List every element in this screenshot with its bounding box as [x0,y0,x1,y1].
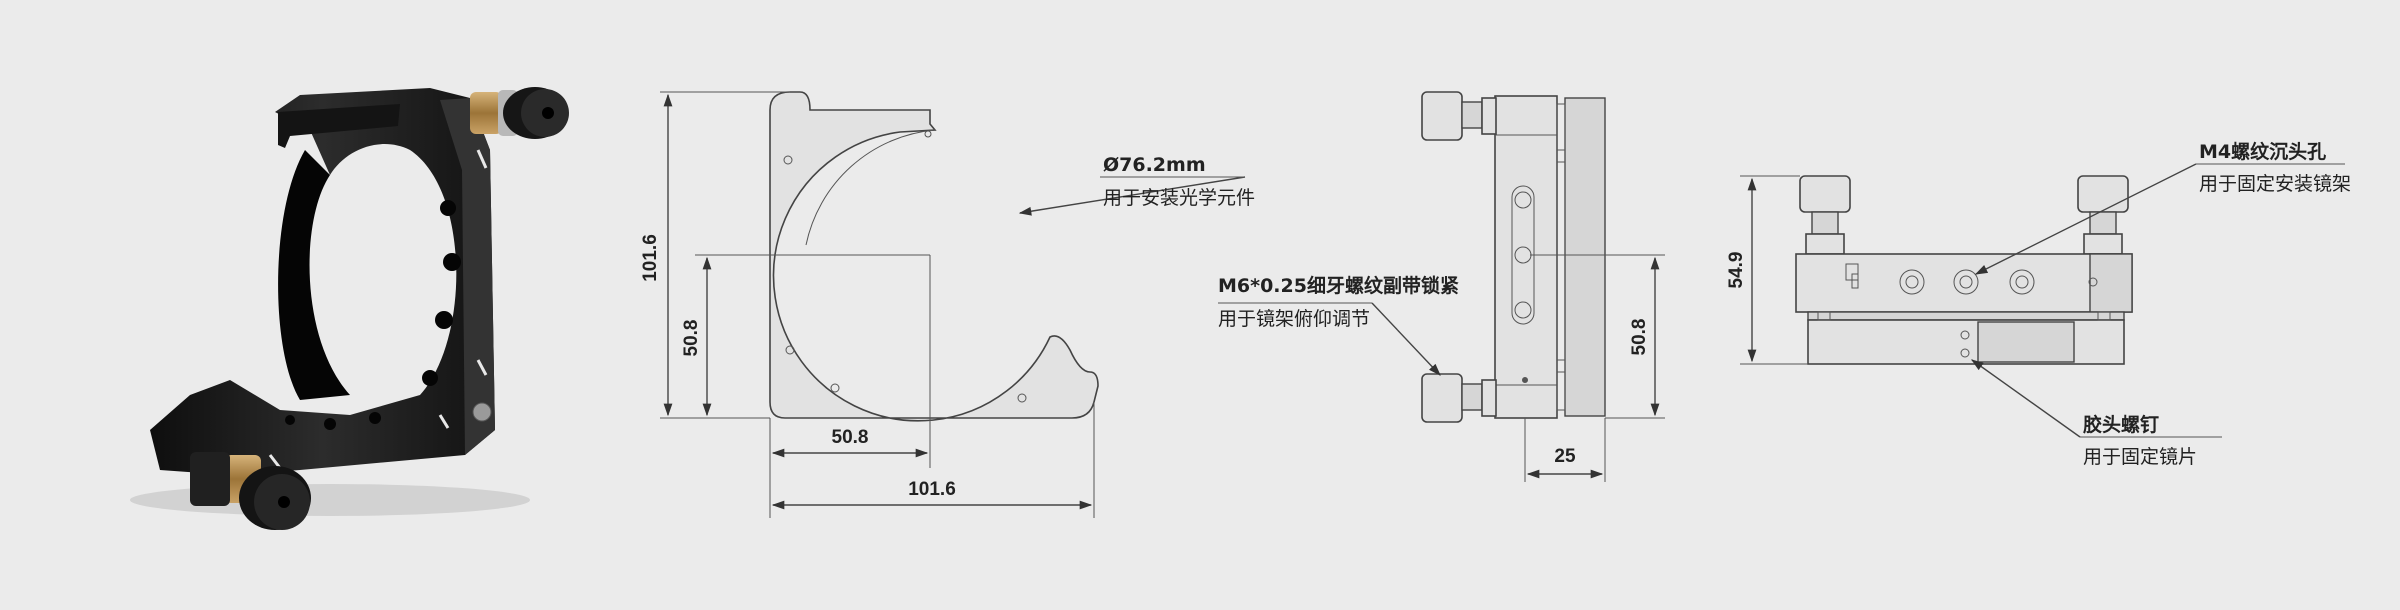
bore-arc [805,129,936,246]
top-right-knob [2077,175,2129,255]
screw-title: M6*0.25细牙螺纹副带锁紧 [1218,274,1459,297]
bracket-bore [278,150,350,400]
face-holes [285,200,461,430]
top-view: 54.9 M4螺纹沉头孔 用于固定安装镜架 胶头螺钉 用于固定镜片 [1726,140,2351,468]
hole-desc: 用于固定安装镜架 [2199,173,2351,195]
aperture-leader [1018,176,1246,216]
front-view: 101.6 50.8 50.8 101.6 Ø76.2mm 用于安装光学元件 [640,91,1255,518]
side-pins [268,149,488,469]
dim-front-center-width: 50.8 [832,427,869,448]
set-screw-head [472,402,492,422]
front-hole-1 [783,155,793,165]
top-left-knob [1799,175,1851,255]
front-hole-3 [830,383,840,393]
top-mirror-window [1977,321,2075,363]
bracket-top-lip [278,104,400,148]
top-countersunk-holes [1899,269,2035,295]
top-main-body [1795,253,2133,313]
glue-title: 胶头螺钉 [2083,413,2159,436]
screw-leader [1371,302,1441,376]
dim-top-height: 54.9 [1726,252,1747,289]
top-body-end [2089,253,2133,313]
dim-front-width: 101.6 [908,479,956,500]
dim-front-center-height: 50.8 [681,320,702,357]
glue-desc: 用于固定镜片 [2083,446,2197,468]
bracket-body [150,88,495,475]
front-hole-2 [785,345,795,355]
dim-side-height: 50.8 [1629,319,1650,356]
aperture-desc: 用于安装光学元件 [1103,187,1255,209]
hole-title: M4螺纹沉头孔 [2199,140,2326,163]
glue-leader [1970,359,2081,438]
front-hole-4 [1017,393,1027,403]
aperture-title: Ø76.2mm [1103,154,1206,176]
side-main-plate [1494,95,1558,419]
front-hole-5 [924,130,932,138]
side-gap [1556,103,1566,411]
screw-desc: 用于镜架俯仰调节 [1218,308,1370,330]
side-mirror-plate [1564,97,1606,417]
upper-adjuster-knob [470,87,569,139]
side-view: M6*0.25细牙螺纹副带锁紧 用于镜架俯仰调节 50.8 25 [1218,91,1665,482]
side-top-knob [1421,91,1497,141]
dim-front-height: 101.6 [640,234,661,282]
top-spacer [1807,311,2125,321]
front-view-outline [769,91,1099,422]
product-render [130,87,569,530]
hole-leader [1974,163,2197,275]
top-mirror-plate [1807,319,2125,365]
lower-adjuster-knob [190,452,311,530]
side-bottom-knob [1421,373,1497,423]
dim-side-depth: 25 [1554,446,1576,467]
